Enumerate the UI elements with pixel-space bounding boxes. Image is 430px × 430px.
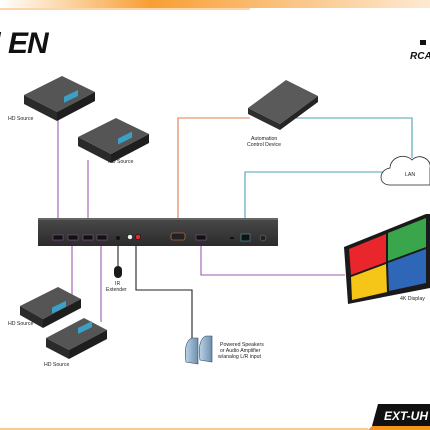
brand-logo-text: EN bbox=[8, 27, 50, 60]
main-extender-unit bbox=[38, 218, 278, 246]
hdmi-cable-out bbox=[200, 246, 345, 276]
audio-cable bbox=[135, 244, 193, 338]
automation-control-device bbox=[248, 80, 318, 130]
hdmi-in-port-4 bbox=[96, 234, 108, 241]
header-icon bbox=[420, 40, 426, 45]
hd-source-1 bbox=[24, 76, 95, 121]
lan-port bbox=[240, 233, 251, 242]
hdmi-out-port bbox=[195, 234, 207, 241]
rs232-port bbox=[170, 232, 186, 241]
display-quadrant-yellow bbox=[351, 264, 387, 300]
hd-source-1-label: HD Source bbox=[8, 116, 33, 122]
audio-port-r bbox=[135, 234, 141, 240]
automation-label-line1: Automation bbox=[251, 136, 277, 142]
display-quadrant-red bbox=[349, 234, 386, 275]
hdmi-in-port-1 bbox=[52, 234, 64, 241]
hd-source-4 bbox=[46, 318, 107, 359]
power-port bbox=[259, 234, 267, 242]
hdmi-cables bbox=[57, 108, 345, 322]
4k-display bbox=[344, 214, 430, 304]
top-accent-bar bbox=[0, 0, 430, 8]
hdmi-in-port-2 bbox=[67, 234, 79, 241]
powered-speakers bbox=[184, 335, 213, 365]
audio-port-l bbox=[127, 234, 133, 240]
speakers-label-line3: w/analog L/R input bbox=[218, 354, 262, 360]
hd-source-4-label: HD Source bbox=[44, 362, 69, 368]
ir-label-line1: IR bbox=[115, 281, 120, 287]
hd-source-2 bbox=[78, 118, 149, 163]
ir-port bbox=[116, 236, 120, 240]
hd-source-3-label: HD Source bbox=[8, 321, 33, 327]
lan-cloud bbox=[380, 155, 430, 186]
lan-cables bbox=[244, 117, 413, 232]
hdmi-in-port-3 bbox=[82, 234, 94, 241]
automation-label-line2: Control Device bbox=[247, 142, 281, 148]
model-label: EXT-UH bbox=[384, 409, 428, 423]
lan-label: LAN bbox=[405, 172, 415, 178]
brand-logo: EN bbox=[0, 27, 51, 60]
header-label: RCA bbox=[410, 51, 430, 62]
speakers-label-line2: or Audio Amplifier bbox=[220, 348, 261, 354]
display-label: 4K Display bbox=[400, 296, 425, 302]
status-led bbox=[230, 237, 234, 239]
hd-source-3 bbox=[20, 287, 81, 328]
ir-label-line2: Extender bbox=[106, 287, 127, 293]
ir-extender bbox=[114, 266, 122, 278]
rs232-cable bbox=[177, 117, 250, 232]
speakers-label-line1: Powered Speakers bbox=[220, 342, 264, 348]
model-banner: EXT-UH bbox=[368, 404, 430, 430]
display-quadrant-blue bbox=[388, 249, 426, 291]
hd-source-2-label: HD Source bbox=[108, 159, 133, 165]
display-quadrant-green bbox=[388, 218, 426, 261]
